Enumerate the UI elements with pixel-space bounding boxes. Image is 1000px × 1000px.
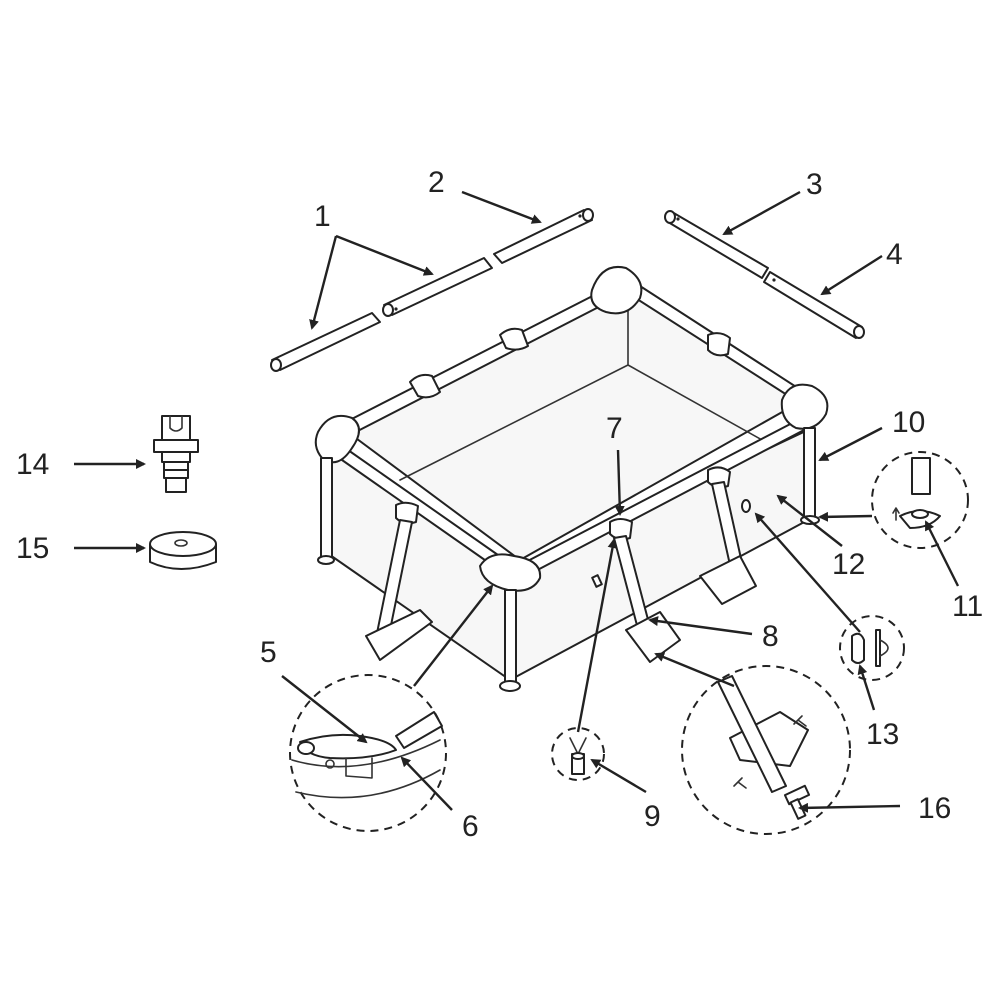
detail-pin-circle bbox=[551, 727, 605, 781]
callout-14: 14 bbox=[16, 448, 49, 481]
joint-icon bbox=[707, 332, 731, 357]
callout-6: 6 bbox=[462, 810, 479, 843]
leg-support-icon bbox=[613, 535, 681, 663]
pipe-icon bbox=[270, 312, 381, 372]
pipe-icon bbox=[664, 210, 769, 279]
patch-icon bbox=[149, 531, 217, 570]
callout-4: 4 bbox=[886, 238, 903, 271]
callout-13: 13 bbox=[866, 718, 899, 751]
detail-foot-circle bbox=[871, 451, 969, 549]
leader-lines bbox=[74, 190, 960, 813]
detail-plug-circle bbox=[839, 615, 905, 681]
callout-5: 5 bbox=[260, 636, 277, 669]
pin-icon bbox=[783, 784, 811, 806]
pipe-icon bbox=[493, 208, 594, 264]
joint-icon bbox=[499, 327, 529, 351]
callout-15: 15 bbox=[16, 532, 49, 565]
callout-10: 10 bbox=[892, 406, 925, 439]
adapter-icon bbox=[153, 415, 199, 493]
joint-icon bbox=[314, 414, 360, 464]
leg-support-icon bbox=[699, 481, 757, 605]
callout-16: 16 bbox=[918, 792, 951, 825]
pipe-icon bbox=[763, 271, 865, 339]
joint-icon bbox=[409, 373, 441, 399]
callout-2: 2 bbox=[428, 166, 445, 199]
callout-3: 3 bbox=[806, 168, 823, 201]
joint-icon bbox=[609, 518, 633, 541]
callout-12: 12 bbox=[832, 548, 865, 581]
valve-icon bbox=[741, 499, 751, 513]
leg-support-icon bbox=[365, 519, 433, 661]
callout-11: 11 bbox=[952, 590, 983, 623]
callout-1: 1 bbox=[314, 200, 331, 233]
joint-icon bbox=[590, 266, 643, 315]
loose-pipes bbox=[270, 208, 865, 372]
callout-8: 8 bbox=[762, 620, 779, 653]
detail-joint-circle bbox=[289, 674, 447, 832]
callout-9: 9 bbox=[644, 800, 661, 833]
plug-icon bbox=[851, 632, 865, 664]
pipe-icon bbox=[382, 257, 493, 317]
callout-7: 7 bbox=[606, 412, 623, 445]
pool-frame-icon bbox=[314, 266, 829, 692]
callout-labels: 1 2 3 4 5 6 7 8 9 10 11 12 13 14 15 16 bbox=[16, 166, 983, 843]
detail-leg-circle bbox=[681, 665, 851, 835]
joint-icon bbox=[780, 383, 829, 430]
joint-icon bbox=[479, 553, 542, 592]
